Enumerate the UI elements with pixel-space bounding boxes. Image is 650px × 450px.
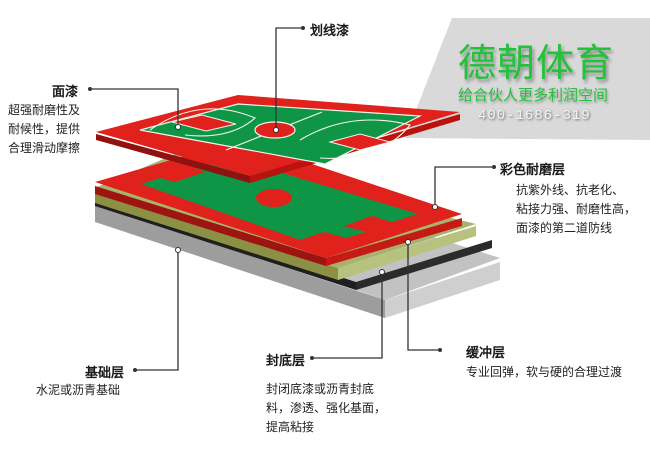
label-sealer-desc: 封闭底漆或沥青封底 料，渗透、强化基面， 提高粘接 [266,380,386,437]
color-wear-layer-shape [95,140,462,266]
desc-line: 专业回弹，软与硬的合理过渡 [466,365,623,379]
desc-line: 料，渗透、强化基面， [266,401,387,415]
leader-lines [90,27,494,371]
desc-line: 耐候性，提供 [8,122,81,136]
desc-line: 面漆的第二道防线 [516,221,613,235]
label-color-wear-title: 彩色耐磨层 [500,163,566,178]
label-top-coat-title: 面漆 [52,85,79,100]
label-top-coat-desc: 超强耐磨性及 耐候性，提供 合理滑动摩擦 [8,101,80,158]
label-sealer-title: 封底层 [266,354,306,369]
label-color-wear-desc: 抗紫外线、抗老化、 粘接力强、耐磨性高， 面漆的第二道防线 [516,181,636,238]
brand-name: 德朝体育 [458,41,615,85]
desc-line: 抗紫外线、抗老化、 [516,183,625,197]
label-line-paint-title: 划线漆 [310,24,350,39]
label-base-desc: 水泥或沥青基础 [36,381,120,400]
desc-line: 提高粘接 [266,420,315,434]
desc-line: 水泥或沥青基础 [36,383,121,397]
brand-slogan: 给合伙人更多利润空间 [458,86,609,104]
brand-phone: 400-1686-319 [478,108,591,124]
label-base-title: 基础层 [85,366,125,381]
desc-line: 合理滑动摩擦 [8,141,81,155]
label-buffer-desc: 专业回弹，软与硬的合理过渡 [466,363,622,382]
leader-dots [88,26,496,372]
brand-banner [405,18,650,140]
leader-anchors [175,124,438,275]
top-coat-layer-shape [96,95,460,183]
label-buffer-title: 缓冲层 [466,346,506,361]
desc-line: 超强耐磨性及 [8,103,81,117]
desc-line: 粘接力强、耐磨性高， [516,202,637,216]
desc-line: 封闭底漆或沥青封底 [266,382,375,396]
